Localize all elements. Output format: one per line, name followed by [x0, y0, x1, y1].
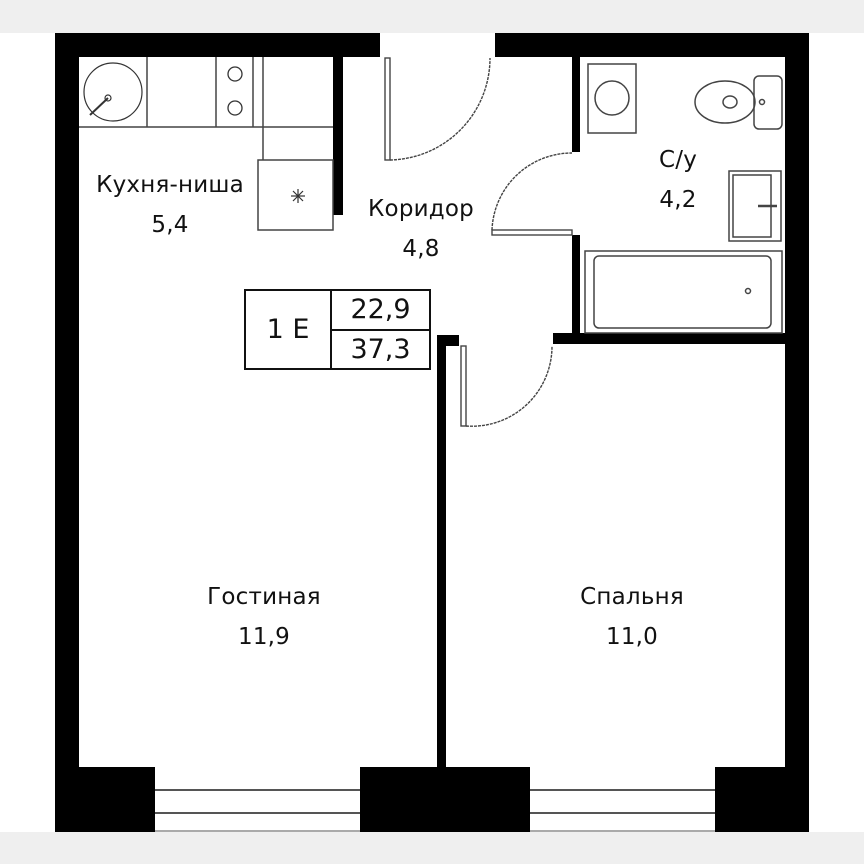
- room-bathroom-name: С/у: [658, 147, 698, 173]
- room-corridor-name: Коридор: [368, 196, 474, 222]
- walls: [55, 33, 809, 832]
- room-bathroom-area: 4,2: [659, 187, 697, 213]
- apartment-areas: 22,9 37,3: [332, 291, 429, 368]
- room-living-area: 11,9: [237, 624, 291, 650]
- washbasin-icon: [728, 170, 782, 242]
- room-corridor: Коридор 4,8: [368, 195, 474, 264]
- room-corridor-area: 4,8: [402, 236, 440, 262]
- apartment-type: 1 E: [246, 291, 332, 368]
- room-kitchen: Кухня-ниша 5,4: [96, 171, 244, 240]
- room-kitchen-name: Кухня-ниша: [96, 172, 244, 198]
- room-bedroom: Спальня 11,0: [580, 583, 684, 652]
- room-bathroom: С/у 4,2: [659, 146, 697, 215]
- kitchen-counter: [79, 57, 334, 231]
- living-area-value: 22,9: [332, 291, 429, 331]
- room-kitchen-area: 5,4: [151, 212, 189, 238]
- sink-icon: [83, 62, 143, 122]
- room-bedroom-area: 11,0: [605, 624, 659, 650]
- room-living: Гостиная 11,9: [207, 583, 321, 652]
- toilet-icon: [694, 75, 783, 130]
- fridge-icon: [291, 189, 305, 203]
- floor-plan-sheet: [0, 33, 864, 832]
- stove-icon: [227, 66, 243, 116]
- washing-machine-icon: [587, 63, 637, 134]
- bathtub-icon: [584, 250, 783, 334]
- door-icon: [384, 57, 573, 427]
- total-area-value: 37,3: [350, 333, 411, 365]
- room-living-name: Гостиная: [207, 584, 321, 610]
- room-bedroom-name: Спальня: [580, 584, 684, 610]
- window-icon: [155, 789, 715, 832]
- apartment-info-box: 1 E 22,9 37,3: [244, 289, 431, 370]
